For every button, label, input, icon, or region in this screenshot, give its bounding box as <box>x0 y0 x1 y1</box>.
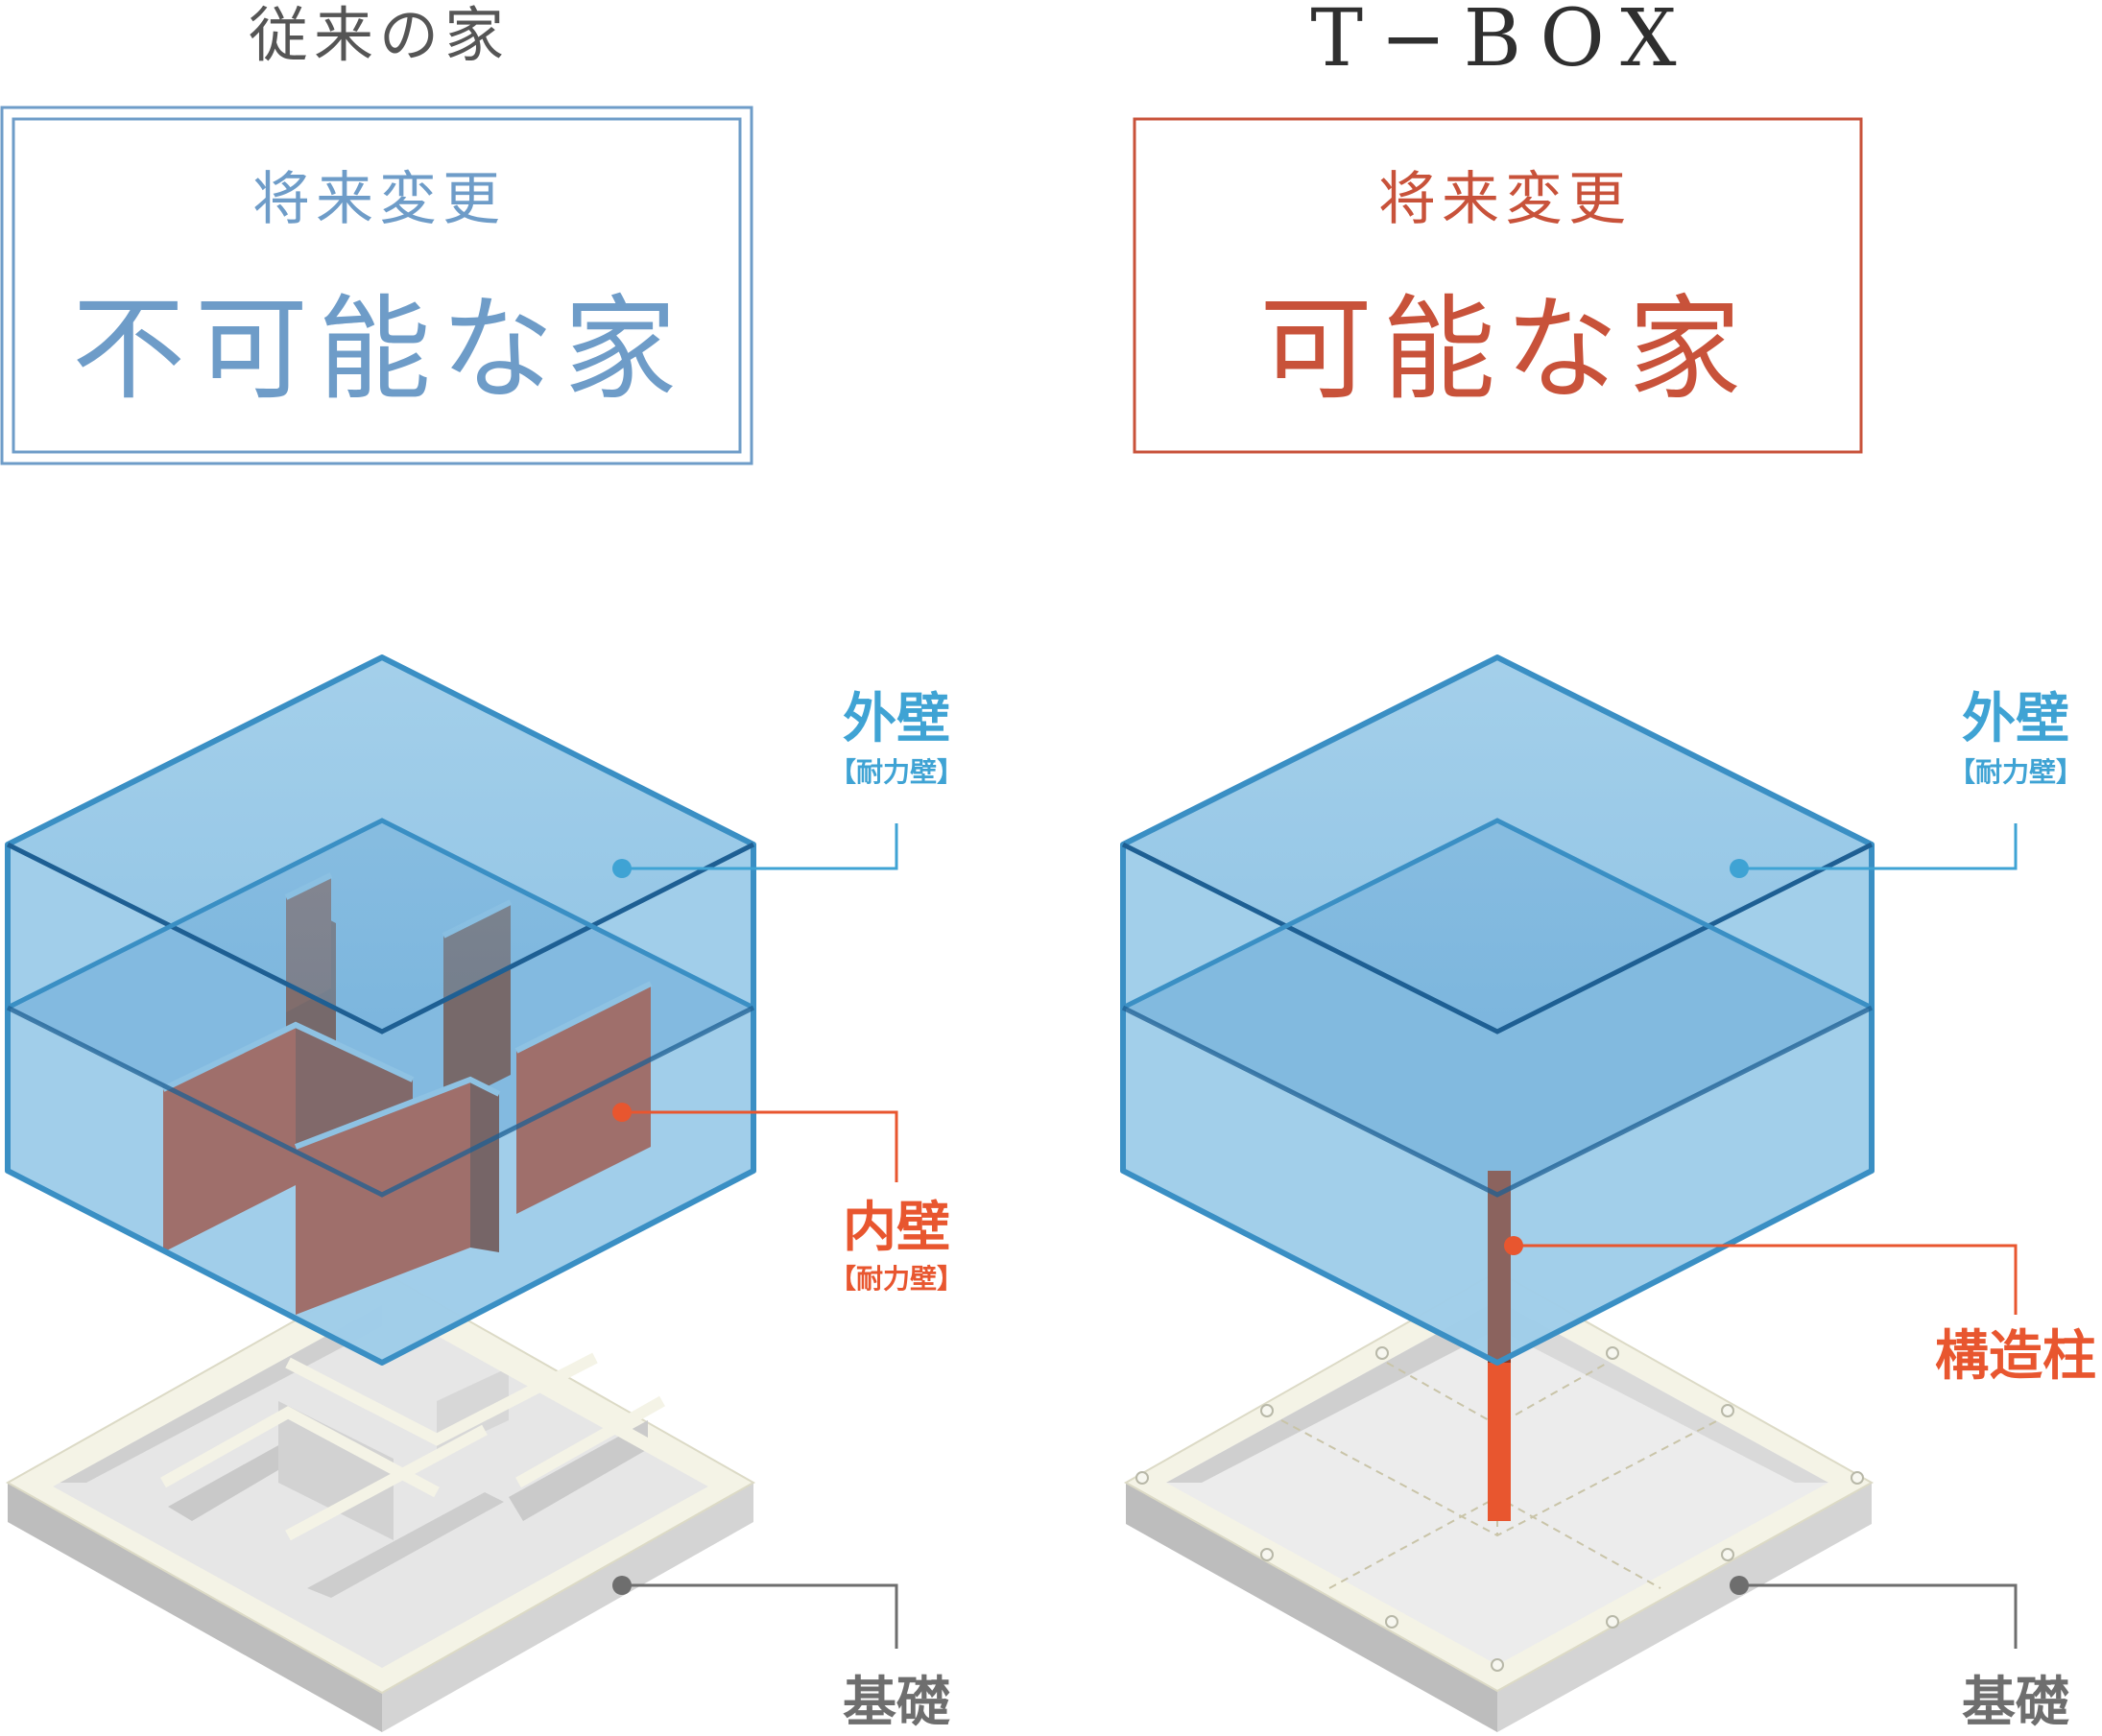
right-panel: T−BOX 将来変更 可能な家 <box>1120 0 2096 1734</box>
right-outer-wall-callout: 外壁 【耐力壁】 <box>1730 688 2083 878</box>
left-outer-wall-label: 外壁 <box>843 688 950 750</box>
right-foundation <box>1123 1270 1875 1732</box>
right-outer-wall-sub: 【耐力壁】 <box>1948 756 2083 788</box>
left-foundation-callout: 基礎 <box>612 1576 950 1734</box>
right-foundation-callout: 基礎 <box>1730 1576 2069 1734</box>
left-foundation-label: 基礎 <box>843 1672 950 1734</box>
right-heading: T−BOX <box>1310 0 1693 84</box>
left-foundation <box>5 1270 756 1732</box>
left-inner-wall-callout: 内壁 【耐力壁】 <box>612 1103 964 1295</box>
left-title-box: 将来変更 不可能な家 <box>0 106 753 465</box>
left-inner-wall-sub: 【耐力壁】 <box>829 1263 964 1295</box>
left-heading: 従来の家 <box>249 0 510 70</box>
right-foundation-label: 基礎 <box>1962 1672 2069 1734</box>
left-outer-wall-callout: 外壁 【耐力壁】 <box>612 688 964 878</box>
right-box-line2: 可能な家 <box>1259 283 1751 416</box>
left-box-line2: 不可能な家 <box>72 283 686 416</box>
left-inner-wall-label: 内壁 <box>843 1197 950 1259</box>
right-column-label: 構造柱 <box>1935 1325 2096 1388</box>
right-outer-wall-label: 外壁 <box>1962 688 2069 750</box>
left-glass-front <box>5 654 756 1366</box>
left-outer-wall-sub: 【耐力壁】 <box>829 756 964 788</box>
right-column-callout: 構造柱 <box>1504 1236 2096 1388</box>
structural-column <box>1488 1171 1511 1521</box>
left-box-line1: 将来変更 <box>252 166 506 233</box>
right-glass-front <box>1120 654 1875 1366</box>
left-panel: 従来の家 将来変更 不可能な家 <box>0 0 964 1734</box>
right-title-box: 将来変更 可能な家 <box>1133 117 1863 454</box>
right-box-line1: 将来変更 <box>1378 166 1632 233</box>
